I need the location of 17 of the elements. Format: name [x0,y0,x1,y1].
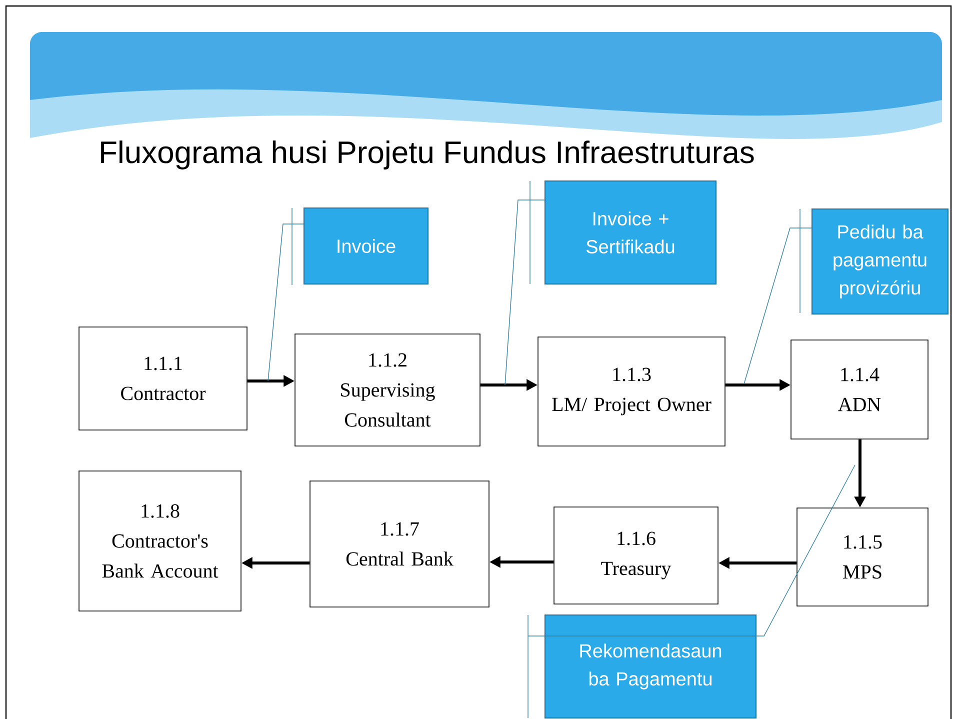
process-box: 1.1.3 LM/ Project Owner [538,336,726,446]
leader-line [744,208,812,384]
callout-box: Invoice + Sertifikadu [544,180,716,284]
leader-line [268,208,304,382]
process-box: 1.1.4 ADN [790,340,928,440]
leader-line [504,180,545,386]
callout-box: Rekomendasaun ba Pagamentu [544,614,756,718]
process-box: 1.1.7 Central Bank [310,480,490,608]
process-box: 1.1.8 Contractor's Bank Account [78,470,242,612]
callout-box: Invoice [304,208,428,284]
callout-box: Pedidu ba pagamentu provizóriu [812,208,948,314]
process-box: 1.1.1 Contractor [78,326,248,430]
process-box: 1.1.5 MPS [796,508,928,606]
title: Fluxograma husi Projetu Fundus Infraestruturas [101,140,754,170]
process-box: 1.1.2 Supervising Consultant [294,334,480,446]
process-box: 1.1.6 Treasury [554,506,718,604]
leader-line [528,464,856,718]
